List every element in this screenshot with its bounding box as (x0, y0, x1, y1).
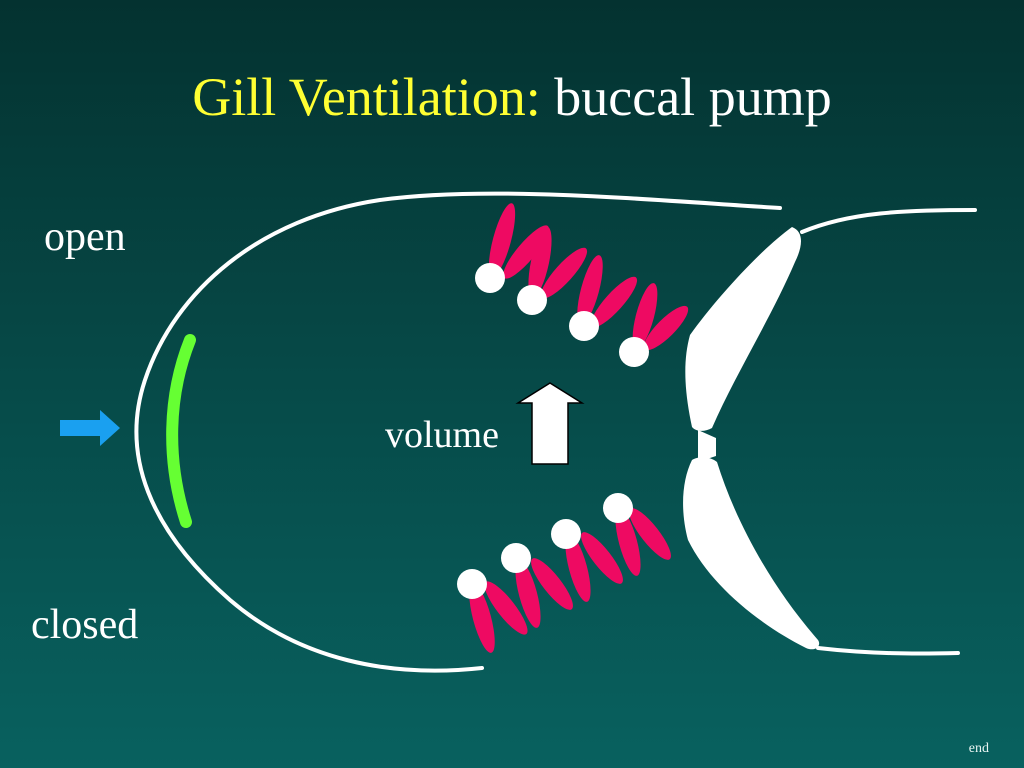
gill-arch (551, 519, 581, 549)
gill-arch (603, 493, 633, 523)
open-state-label: open (44, 214, 126, 260)
gill-filament (577, 255, 603, 325)
gill-filament (484, 581, 528, 635)
lower-operculum (683, 457, 820, 650)
gill-arch (569, 311, 599, 341)
title-rest: buccal pump (554, 67, 832, 127)
upper-gill-arches (475, 203, 689, 367)
up-arrow-icon (515, 382, 585, 465)
upper-opercular-line (800, 208, 977, 234)
closed-state-label: closed (31, 602, 139, 648)
gill-arch (517, 285, 547, 315)
gill-filament (528, 226, 552, 298)
gill-filament (531, 558, 573, 610)
oral-valve (166, 334, 196, 528)
gill-filament (540, 247, 588, 299)
gill-filament (515, 560, 541, 628)
gill-filament (615, 508, 641, 576)
lower-opercular-line (816, 646, 960, 656)
upper-operculum (685, 227, 801, 431)
gill-filament (629, 508, 671, 560)
gill-filament (590, 276, 638, 328)
volume-label: volume (385, 414, 499, 456)
slide-title: Gill Ventilation: buccal pump (0, 67, 1024, 127)
gill-arch (619, 337, 649, 367)
operculum-joint (698, 430, 716, 462)
gill-arch (475, 263, 505, 293)
gill-arch (501, 543, 531, 573)
lower-gill-arches (457, 493, 671, 653)
right-arrow-icon (60, 410, 120, 446)
gill-filament (643, 305, 689, 351)
gill-arch (457, 569, 487, 599)
gill-filament (469, 583, 495, 653)
gill-filament (565, 534, 591, 602)
buccal-cavity-outline (134, 191, 782, 673)
gill-filament (632, 283, 658, 349)
gill-filament (503, 225, 549, 279)
gill-filament (488, 203, 516, 277)
gill-filament (581, 532, 623, 584)
end-link[interactable]: end (968, 741, 989, 756)
title-accent: Gill Ventilation: (192, 67, 541, 127)
